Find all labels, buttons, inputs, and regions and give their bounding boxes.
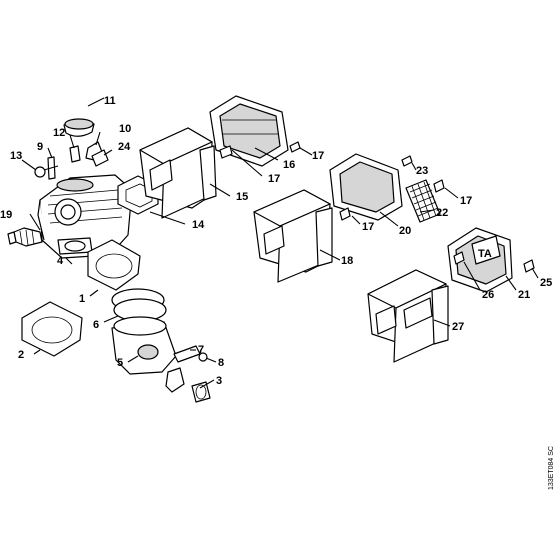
- muffler-23-drawing: [367, 269, 449, 363]
- part-number-18[interactable]: 18: [341, 255, 353, 267]
- part-number-17-c[interactable]: 17: [362, 221, 374, 233]
- part-number-6[interactable]: 6: [93, 319, 99, 331]
- small-hardware-drawing: [34, 118, 109, 180]
- base-gaskets-drawing: [21, 239, 141, 357]
- part-number-3[interactable]: 3: [216, 375, 222, 387]
- part-number-labels: 11 12 10 9 24 13 19 14 15 16 17 17 17 17…: [0, 95, 552, 387]
- muffler-cover-24-drawing: TA: [447, 227, 513, 293]
- leader-lines: [21, 97, 539, 389]
- part-number-12[interactable]: 12: [53, 127, 65, 139]
- part-number-7[interactable]: 7: [198, 344, 204, 356]
- muffler-cover-19-drawing: [329, 153, 403, 221]
- part-number-17-b[interactable]: 17: [268, 173, 280, 185]
- screws-drawing: [219, 141, 535, 273]
- part-number-13[interactable]: 13: [10, 150, 22, 162]
- part-number-11[interactable]: 11: [104, 95, 116, 107]
- part-number-4[interactable]: 4: [57, 255, 64, 267]
- cylinder-drawing: [37, 174, 133, 259]
- part-number-15[interactable]: 15: [236, 191, 248, 203]
- part-number-16[interactable]: 16: [283, 159, 295, 171]
- part-number-27[interactable]: 24: [118, 141, 131, 153]
- part-number-14[interactable]: 14: [192, 219, 205, 231]
- part-number-8[interactable]: 8: [218, 357, 224, 369]
- part-number-5[interactable]: 5: [117, 357, 123, 369]
- part-number-10[interactable]: 10: [119, 123, 131, 135]
- part-number-22[interactable]: 19: [0, 209, 12, 221]
- part-number-26[interactable]: 26: [482, 289, 494, 301]
- part-number-24[interactable]: 21: [518, 289, 530, 301]
- part-number-25[interactable]: 25: [540, 277, 552, 289]
- part-number-17-d[interactable]: 17: [460, 195, 472, 207]
- muffler-15-drawing: [139, 127, 217, 219]
- part-number-19[interactable]: 20: [399, 225, 411, 237]
- part-number-21[interactable]: 23: [416, 165, 428, 177]
- muffler-18-drawing: [253, 189, 333, 283]
- spark-screen-20-drawing: [405, 179, 441, 223]
- drawing-code: 133ET084 SC: [548, 446, 555, 490]
- part-number-2[interactable]: 2: [18, 349, 24, 361]
- part-number-17-a[interactable]: 17: [312, 150, 324, 162]
- part-number-9[interactable]: 9: [37, 141, 43, 153]
- part-number-23[interactable]: 27: [452, 321, 464, 333]
- piston-assembly-drawing: [111, 288, 211, 403]
- spark-plug-drawing: [7, 227, 43, 247]
- part-number-20[interactable]: 22: [436, 207, 448, 219]
- badge-text: TA: [478, 248, 492, 260]
- part-number-1[interactable]: 1: [79, 293, 85, 305]
